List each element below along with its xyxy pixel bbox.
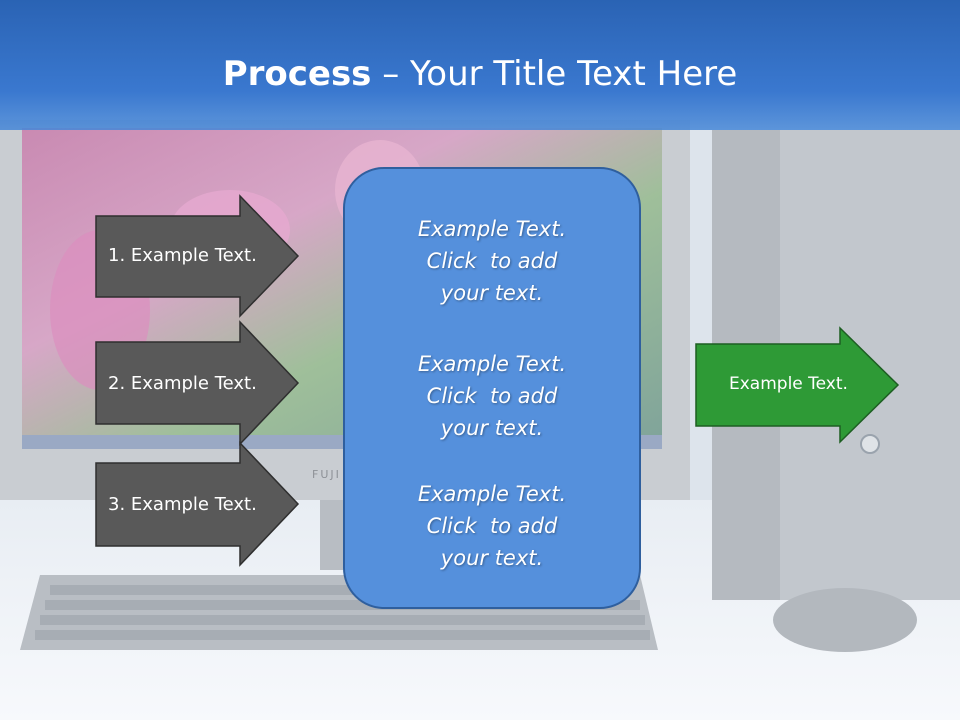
left-arrow-1-label: 1. Example Text.: [108, 245, 257, 266]
left-arrow-1[interactable]: [95, 194, 300, 318]
center-text-block-2: Example Text. Click to add your text.: [344, 348, 640, 444]
center-text-block-1: Example Text. Click to add your text.: [344, 213, 640, 309]
left-arrow-3[interactable]: [95, 441, 300, 567]
right-arrow-green[interactable]: [695, 326, 900, 444]
block-line: Click to add: [426, 514, 558, 538]
left-arrow-2-label: 2. Example Text.: [108, 373, 257, 394]
monitor-brand: FUJI: [312, 468, 341, 481]
left-arrow-2[interactable]: [95, 320, 300, 446]
center-text-block-3: Example Text. Click to add your text.: [344, 478, 640, 574]
mouse: [773, 588, 917, 652]
left-arrow-3-label: 3. Example Text.: [108, 494, 257, 515]
block-line: Example Text.: [417, 482, 567, 506]
block-line: Click to add: [426, 249, 558, 273]
header-band: [0, 0, 960, 130]
block-line: your text.: [440, 416, 544, 440]
block-line: your text.: [440, 281, 544, 305]
center-text-box[interactable]: [343, 167, 641, 609]
title-rest: – Your Title Text Here: [371, 54, 738, 94]
block-line: Click to add: [426, 384, 558, 408]
block-line: your text.: [440, 546, 544, 570]
title-bold: Process: [222, 54, 372, 94]
right-arrow-label: Example Text.: [729, 374, 848, 394]
block-line: Example Text.: [417, 217, 567, 241]
block-line: Example Text.: [417, 352, 567, 376]
slide-title[interactable]: Process – Your Title Text Here: [0, 52, 960, 96]
